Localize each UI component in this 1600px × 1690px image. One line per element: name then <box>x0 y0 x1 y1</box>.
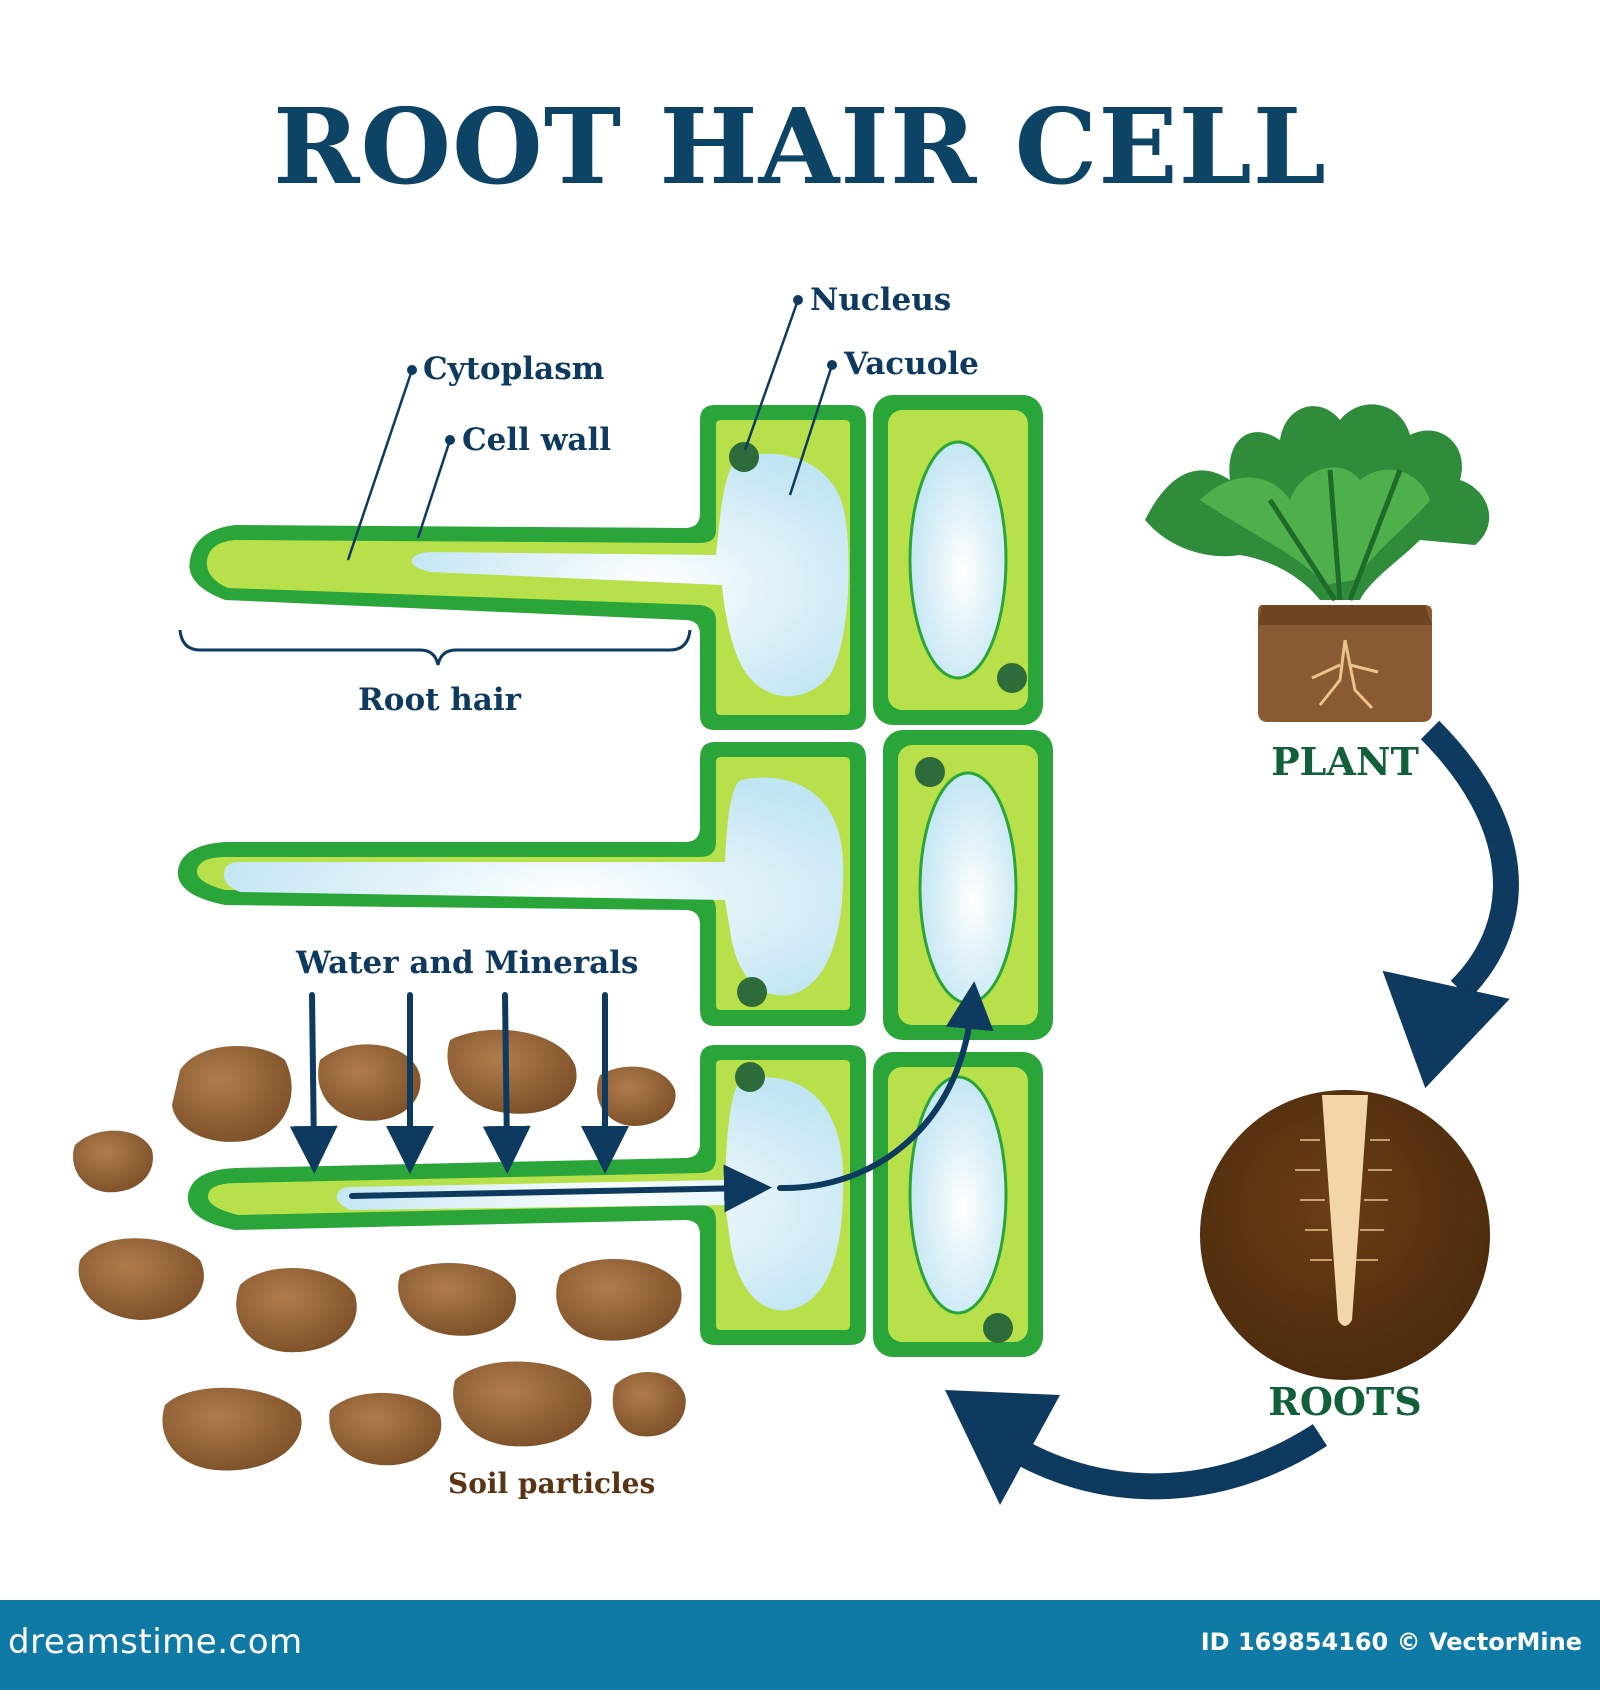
soil-particle <box>597 1066 676 1126</box>
label-soil-particles: Soil particles <box>448 1467 655 1500</box>
inner-cell-bottom <box>873 1052 1043 1357</box>
inner-cell-middle <box>883 730 1053 1040</box>
root-hair-cell-top <box>189 405 866 730</box>
down-arrow <box>482 992 531 1174</box>
label-roots: ROOTS <box>1268 1379 1422 1424</box>
footer-image-id: ID 169854160 © VectorMine <box>1200 1628 1582 1656</box>
soil-particle <box>236 1268 357 1353</box>
label-vacuole: Vacuole <box>843 346 979 382</box>
label-root-hair: Root hair <box>358 682 522 718</box>
inner-cell-top <box>873 395 1043 725</box>
label-cytoplasm: Cytoplasm <box>423 351 605 387</box>
soil-particle <box>447 1029 577 1114</box>
upward-arrow <box>777 981 994 1192</box>
soil-particle <box>78 1238 204 1320</box>
leader-lines <box>346 299 834 561</box>
water-arrows <box>289 981 994 1213</box>
soil-particle <box>329 1392 442 1466</box>
soil-particle <box>162 1387 302 1471</box>
soil-particle <box>556 1258 682 1341</box>
leader-dots <box>407 295 837 445</box>
root-hair-brace <box>178 629 692 666</box>
down-arrow <box>289 992 338 1174</box>
soil-particle <box>318 1044 421 1121</box>
cycle-arrow-left <box>945 1390 1328 1505</box>
soil-particles <box>73 1029 686 1471</box>
soil-particle <box>73 1130 153 1193</box>
root-hair-cell-diagram: Nucleus Vacuole Cytoplasm Cell wall Root… <box>73 282 1519 1505</box>
label-cell-wall: Cell wall <box>462 422 611 458</box>
plant-icon <box>1145 404 1490 722</box>
soil-particle <box>398 1263 516 1336</box>
roots-icon <box>1200 1090 1490 1380</box>
transport-arrow <box>349 1164 772 1213</box>
soil-particle <box>612 1372 686 1437</box>
label-water-minerals: Water and Minerals <box>295 945 638 981</box>
root-hair-cell-middle <box>177 742 866 1026</box>
soil-particle <box>453 1361 592 1447</box>
soil-particle <box>172 1046 292 1142</box>
footer-bar: dreamstime.com ID 169854160 © VectorMine <box>0 1600 1600 1690</box>
label-plant: PLANT <box>1271 739 1419 784</box>
cycle-arrow-down <box>1382 720 1519 1089</box>
label-nucleus: Nucleus <box>810 282 951 318</box>
footer-brand[interactable]: dreamstime.com <box>8 1622 303 1662</box>
diagram-title: ROOT HAIR CELL <box>273 85 1327 208</box>
